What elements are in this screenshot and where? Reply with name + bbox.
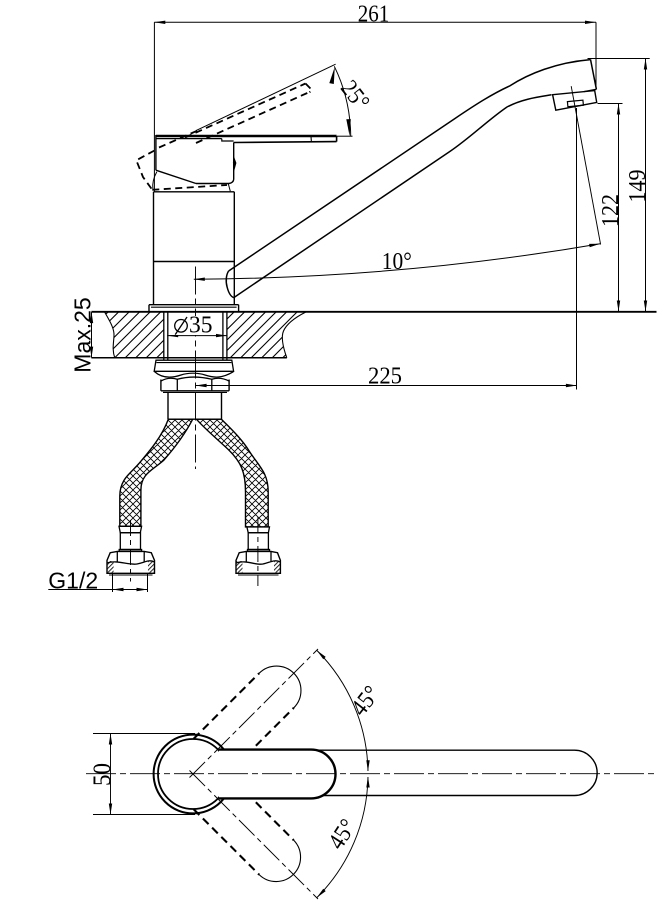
svg-text:G1/2: G1/2 [48,567,98,593]
svg-text:50: 50 [89,763,116,786]
svg-text:225: 225 [368,363,402,390]
svg-text:35: 35 [189,313,213,339]
svg-text:122: 122 [597,194,624,227]
svg-text:Max.25: Max.25 [69,297,95,372]
svg-text:10°: 10° [382,248,412,275]
svg-text:149: 149 [624,170,651,203]
svg-text:261: 261 [358,0,390,27]
